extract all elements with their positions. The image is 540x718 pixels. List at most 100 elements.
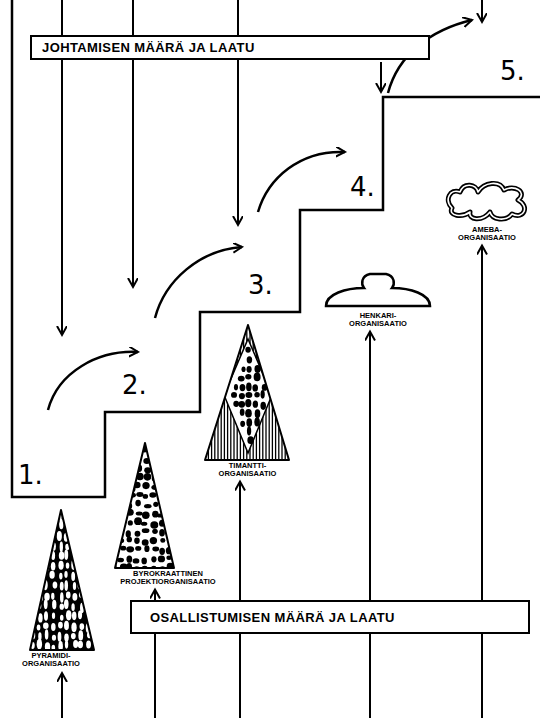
down-arrow — [481, 0, 483, 22]
texture-blob — [245, 409, 252, 418]
texture-blob — [71, 572, 75, 581]
texture-blob — [173, 511, 179, 516]
texture-stripe — [275, 325, 276, 460]
texture-blob — [135, 531, 141, 537]
texture-blob — [238, 401, 245, 408]
texture-blob — [53, 581, 58, 588]
texture-blob — [142, 539, 149, 545]
texture-blob — [245, 399, 251, 407]
texture-blob — [126, 467, 132, 472]
texture-blob — [166, 482, 173, 488]
texture-blob — [94, 570, 99, 579]
texture-blob — [150, 450, 157, 455]
organisation-label: HENKARI- ORGANISAATIO — [342, 312, 414, 329]
texture-stripe — [208, 325, 209, 460]
texture-blob — [120, 503, 126, 508]
axis-band: JOHTAMISEN MÄÄRÄ JA LAATU — [30, 35, 430, 60]
texture-blob — [233, 401, 239, 407]
texture-blob — [22, 512, 25, 518]
texture-blob — [166, 528, 172, 535]
texture-blob — [39, 573, 43, 580]
texture-blob — [78, 630, 83, 640]
texture-blob — [52, 612, 55, 618]
texture-blob — [144, 545, 149, 552]
participation-line — [239, 632, 241, 718]
texture-blob — [118, 521, 124, 529]
texture-blob — [77, 534, 83, 541]
texture-blob — [126, 448, 132, 455]
texture-blob — [93, 542, 97, 551]
texture-blob — [79, 623, 84, 630]
shape-outline — [30, 510, 94, 650]
texture-blob — [72, 543, 76, 550]
texture-blob — [173, 547, 181, 553]
texture-blob — [22, 602, 27, 611]
organisation-label: AMEBA- ORGANISAATIO — [454, 226, 520, 243]
texture-blob — [247, 427, 251, 436]
texture-blob — [109, 450, 115, 455]
texture-blob — [65, 640, 68, 648]
texture-blob — [240, 409, 245, 416]
texture-blob — [23, 533, 28, 540]
texture-blob — [79, 570, 82, 580]
texture-blob — [36, 543, 41, 552]
texture-blob — [60, 582, 64, 591]
texture-blob — [23, 633, 27, 642]
texture-blob — [109, 537, 115, 544]
texture-blob — [87, 580, 90, 590]
organisation-shape — [200, 325, 295, 460]
texture-blob — [168, 474, 176, 479]
texture-blob — [143, 494, 148, 499]
texture-blob — [66, 592, 71, 599]
texture-blob — [44, 599, 48, 609]
texture-blob — [240, 384, 246, 391]
texture-ground — [4, 510, 98, 650]
texture-blob — [23, 611, 27, 622]
texture-blob — [234, 384, 238, 390]
texture-blob — [245, 392, 252, 398]
texture-blob — [30, 561, 33, 568]
texture-blob — [64, 580, 68, 591]
texture-blob — [28, 621, 33, 631]
texture-blob — [252, 384, 258, 391]
texture-blob — [127, 459, 133, 464]
texture-blob — [135, 546, 141, 551]
texture-blob — [86, 520, 91, 529]
up-arrow — [61, 673, 63, 718]
texture-blob — [94, 551, 98, 562]
texture-blob — [31, 519, 36, 530]
texture-blob — [64, 599, 69, 609]
texture-blob — [94, 512, 98, 522]
texture-blob — [108, 503, 116, 509]
step-arrow — [155, 247, 242, 318]
texture-blob — [51, 513, 56, 520]
texture-blob — [144, 504, 152, 508]
texture-blob — [127, 536, 132, 542]
texture-blob — [86, 513, 90, 522]
texture-blob — [118, 529, 123, 534]
texture-blob — [152, 547, 159, 552]
texture-blob — [134, 517, 142, 525]
texture-blob — [135, 500, 141, 507]
texture-blob — [254, 418, 260, 427]
participation-line — [481, 632, 483, 718]
texture-blob — [159, 548, 165, 555]
step-arrow — [258, 152, 345, 212]
texture-blob — [254, 392, 260, 397]
texture-blob — [158, 556, 165, 563]
texture-blob — [111, 493, 117, 499]
texture-blob — [37, 639, 42, 650]
texture-blob — [126, 563, 132, 570]
texture-blob — [118, 512, 125, 517]
texture-stripe — [201, 325, 202, 460]
texture-blob — [166, 501, 172, 506]
texture-blob — [166, 447, 173, 452]
texture-blob — [176, 558, 183, 562]
texture-blob — [126, 555, 132, 562]
texture-blob — [173, 447, 181, 454]
texture-blob — [37, 512, 42, 519]
texture-blob — [120, 465, 128, 473]
texture-blob — [22, 645, 26, 652]
texture-blob — [37, 624, 41, 630]
